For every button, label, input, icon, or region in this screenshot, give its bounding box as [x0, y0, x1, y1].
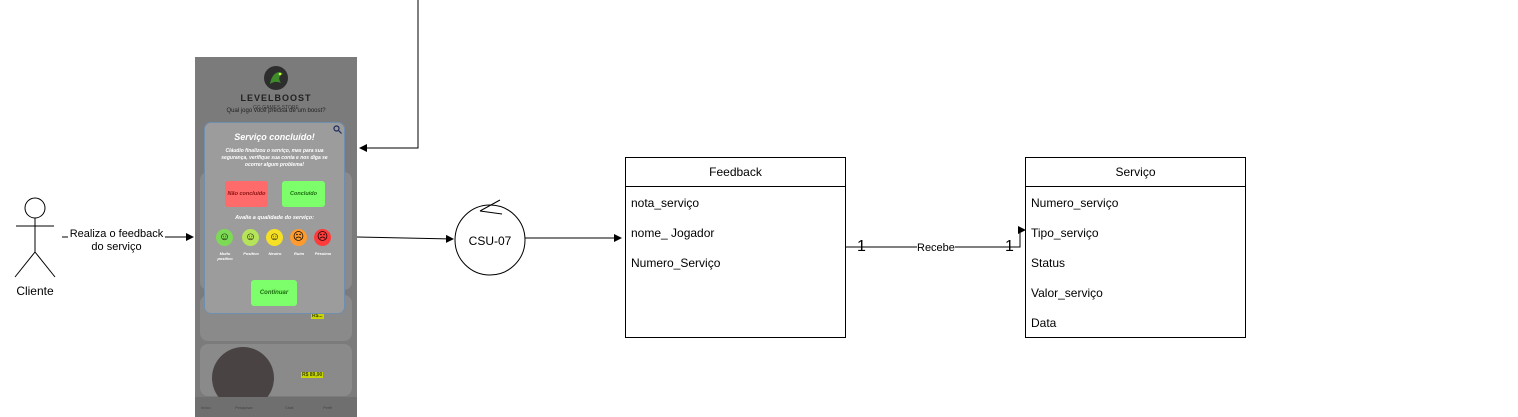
entity-name: Feedback [626, 158, 845, 187]
bottom-nav-bar [195, 397, 357, 417]
left-multiplicity: 1 [857, 238, 866, 255]
actor-edge-label-line-2: do serviço [91, 241, 142, 253]
entity-feedback: Feedback nota_serviço nome_ Jogador Nume… [625, 157, 846, 338]
not-completed-button[interactable]: Não concluído [225, 181, 268, 207]
actor-label: Cliente [16, 284, 54, 298]
entity-attribute: Numero_Serviço [631, 256, 721, 270]
completed-button[interactable]: Concluído [282, 181, 325, 207]
rating-label: Ruim [294, 251, 304, 256]
nav-item-home[interactable]: Início [201, 405, 211, 410]
right-multiplicity: 1 [1005, 238, 1014, 255]
incoming-connector [359, 0, 419, 152]
rating-question: Avalie a qualidade do serviço: [235, 215, 314, 221]
angry-face-icon[interactable]: ☹ [314, 229, 331, 246]
very-happy-face-icon[interactable]: ☺ [216, 229, 233, 246]
entity-attribute: Data [1031, 316, 1057, 330]
actor-edge-label: Realiza o feedback do serviço [68, 228, 165, 254]
neutral-face-icon[interactable]: ☺ [266, 229, 283, 246]
nav-item-search[interactable]: Pesquisar [235, 405, 253, 410]
search-icon[interactable] [333, 125, 342, 134]
price-tag: R$ 89,90 [301, 372, 324, 378]
entity-servico: Serviço Numero_serviço Tipo_serviço Stat… [1025, 157, 1246, 338]
rating-label: Péssimo [314, 251, 332, 256]
rating-label: Neutro [268, 251, 282, 256]
entity-attribute: Tipo_serviço [1031, 226, 1099, 240]
usecase-control-symbol [454, 199, 526, 276]
happy-face-icon[interactable]: ☺ [242, 229, 259, 246]
modal-title: Serviço concluído! [234, 132, 315, 142]
dragon-logo-icon [264, 66, 288, 90]
nav-item-profile[interactable]: Perfil [323, 405, 333, 410]
nav-item-chat[interactable]: Chat [285, 405, 294, 410]
screen-to-usecase-connector [356, 234, 454, 243]
sad-face-icon[interactable]: ☹ [290, 229, 307, 246]
brand-subtitle: GG GAMES STORE [253, 105, 299, 111]
usecase-label: CSU-07 [468, 234, 512, 248]
entity-attribute: Status [1031, 256, 1066, 270]
app-screen-mockup: LEVELBOOST GG GAMES STORE Qual jogo você… [195, 57, 357, 417]
entity-attribute: nota_serviço [631, 196, 700, 210]
entity-attribute: Numero_serviço [1031, 196, 1119, 210]
continue-button[interactable]: Continuar [251, 280, 297, 306]
tagline: Qual jogo você precisa de um boost? [226, 108, 326, 114]
rating-label: Muito positivo [217, 251, 233, 261]
entity-attribute: Valor_serviço [1031, 286, 1103, 300]
modal-message: Cláudio finalizou o serviço, mas para su… [221, 148, 328, 168]
rating-label: Positivo [243, 251, 259, 256]
price-tag: R$... [311, 313, 324, 319]
brand-name: LEVELBOOST [240, 93, 312, 103]
entity-attribute: nome_ Jogador [631, 226, 715, 240]
service-completed-modal: Serviço concluído! Cláudio finalizou o s… [204, 122, 345, 314]
relationship-label: Recebe [917, 242, 955, 255]
entity-name: Serviço [1026, 158, 1245, 187]
actor-edge-label-line-1: Realiza o feedback [69, 228, 164, 240]
actor-stick-figure [14, 197, 56, 278]
